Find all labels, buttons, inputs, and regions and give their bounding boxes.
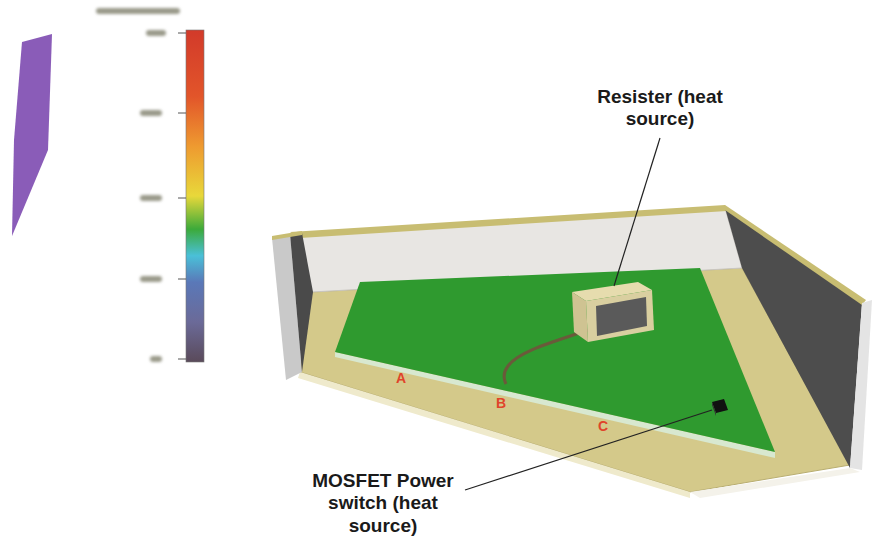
colour-scale <box>96 8 204 362</box>
callout-label: Resister (heat source) <box>585 86 735 131</box>
leader-line <box>614 138 660 286</box>
callout-label: MOSFET Power switch (heat source) <box>308 470 458 537</box>
leader-line <box>465 410 712 490</box>
resistor-symbol <box>504 282 654 384</box>
pcb-board <box>335 268 775 458</box>
mosfet-symbol <box>712 399 728 416</box>
enclosure <box>272 205 872 498</box>
point-letter: A <box>396 370 406 387</box>
point-letter: C <box>598 418 608 435</box>
purple-wedge <box>12 34 52 236</box>
point-letter: B <box>496 395 506 412</box>
